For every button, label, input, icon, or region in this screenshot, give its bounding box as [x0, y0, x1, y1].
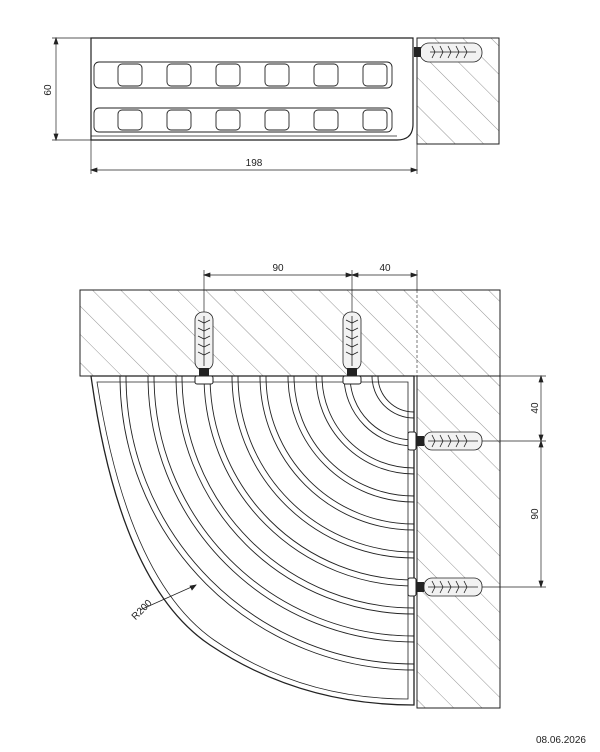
- right-dowel-lower: [407, 577, 483, 597]
- dim-side-width: [89, 140, 419, 174]
- right-dim-90-label: 90: [530, 508, 541, 520]
- dim-top: [202, 270, 419, 312]
- top-dim-90-label: 90: [272, 263, 284, 274]
- top-right-wall: [416, 375, 501, 709]
- radius-label: R200: [130, 598, 155, 623]
- side-view: 60 198: [43, 36, 500, 174]
- top-view: 90 40 40 90 R200: [79, 263, 546, 709]
- side-upper-slots: [93, 61, 393, 89]
- side-height-label: 60: [43, 84, 54, 96]
- drawing-date: 08.06.2026: [535, 735, 586, 746]
- dim-right: [417, 374, 546, 589]
- dim-side-height: [52, 36, 91, 142]
- radius-leader: [139, 584, 197, 611]
- top-back-wall: [79, 289, 501, 377]
- side-lower-slots: [93, 107, 393, 133]
- right-dim-40-label: 40: [530, 402, 541, 414]
- side-dowel: [414, 42, 483, 63]
- top-dim-40-label: 40: [379, 263, 391, 274]
- side-width-label: 198: [246, 158, 263, 169]
- right-dowel-upper: [407, 431, 483, 451]
- side-shelf-outline: [90, 37, 414, 141]
- top-dowel-left: [194, 311, 214, 385]
